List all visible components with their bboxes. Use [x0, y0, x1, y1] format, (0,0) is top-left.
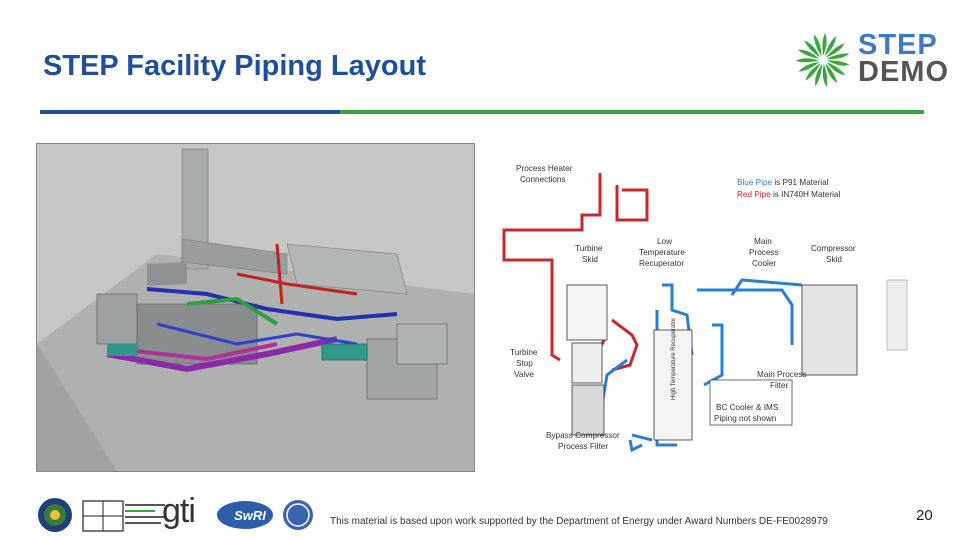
label-process-heater-1: Process Heater	[516, 164, 573, 173]
label-process-heater-2: Connections	[520, 175, 566, 184]
legend-blue-key: Blue Pipe	[737, 178, 772, 187]
label-main-cooler-1: Main	[754, 237, 772, 246]
logo-text: STEP DEMO	[858, 29, 949, 88]
label-main-cooler-2: Process	[749, 248, 779, 257]
label-bc-cooler-1: BC Cooler & IMS	[716, 403, 779, 412]
label-turbine-skid-1: Turbine	[575, 244, 603, 253]
label-turbine-stop-3: Valve	[514, 370, 534, 379]
label-bypass-1: Bypass Compressor	[546, 431, 620, 440]
legend-red-key: Red Pipe	[737, 190, 771, 199]
facility-3d-render	[36, 143, 475, 472]
label-main-cooler-3: Cooler	[752, 259, 776, 268]
label-turbine-stop-2: Stop	[516, 359, 533, 368]
red-pipes	[502, 173, 649, 372]
label-turbine-stop-1: Turbine	[510, 348, 538, 357]
label-recuperator-vertical: High Temperature Recuperator	[671, 318, 677, 400]
fan-icon	[795, 33, 850, 87]
title-divider-accent	[40, 110, 340, 114]
doe-seal-icon	[38, 498, 72, 532]
label-compressor-1: Compressor	[811, 244, 856, 253]
gti-logo: gti	[162, 492, 196, 530]
swri-logo	[217, 501, 273, 529]
turbine-skid-box	[566, 284, 608, 341]
label-bc-cooler-2: Piping not shown	[714, 414, 777, 423]
footer-logos	[38, 498, 313, 532]
bc-cooler-note-box	[709, 379, 793, 426]
page-number: 20	[916, 507, 933, 524]
legend-red-line: Red Pipe is IN740H Material	[737, 190, 840, 199]
ge-logo-icon	[283, 500, 313, 530]
label-main-filter-1: Main Process	[757, 370, 807, 379]
netl-logo	[82, 500, 165, 532]
legend-blue-rest: is P91 Material	[772, 178, 829, 187]
title-divider	[40, 110, 924, 114]
swri-logo-text: SwRI	[234, 508, 266, 523]
logo-step: STEP	[858, 29, 938, 61]
label-turbine-skid-2: Skid	[582, 255, 598, 264]
label-main-filter-2: Filter	[770, 381, 788, 390]
compressor-skid-box	[801, 284, 858, 376]
label-compressor-2: Skid	[826, 255, 842, 264]
slide-title: STEP Facility Piping Layout	[43, 50, 426, 82]
legend-blue-line: Blue Pipe is P91 Material	[737, 178, 829, 187]
footer-acknowledgment: This material is based upon work support…	[330, 516, 828, 527]
piping-diagram: Process Heater Connections Turbine Skid …	[502, 164, 908, 453]
label-low-temp-3: Recuperator	[639, 259, 684, 268]
legend-red-rest: is IN740H Material	[771, 190, 841, 199]
recuperator-box	[653, 329, 693, 441]
label-bypass-2: Process Filter	[558, 442, 608, 451]
label-low-temp-2: Temperature	[639, 248, 685, 257]
label-low-temp-1: Low	[657, 237, 672, 246]
logo-demo: DEMO	[858, 56, 949, 88]
step-demo-logo	[795, 33, 850, 87]
